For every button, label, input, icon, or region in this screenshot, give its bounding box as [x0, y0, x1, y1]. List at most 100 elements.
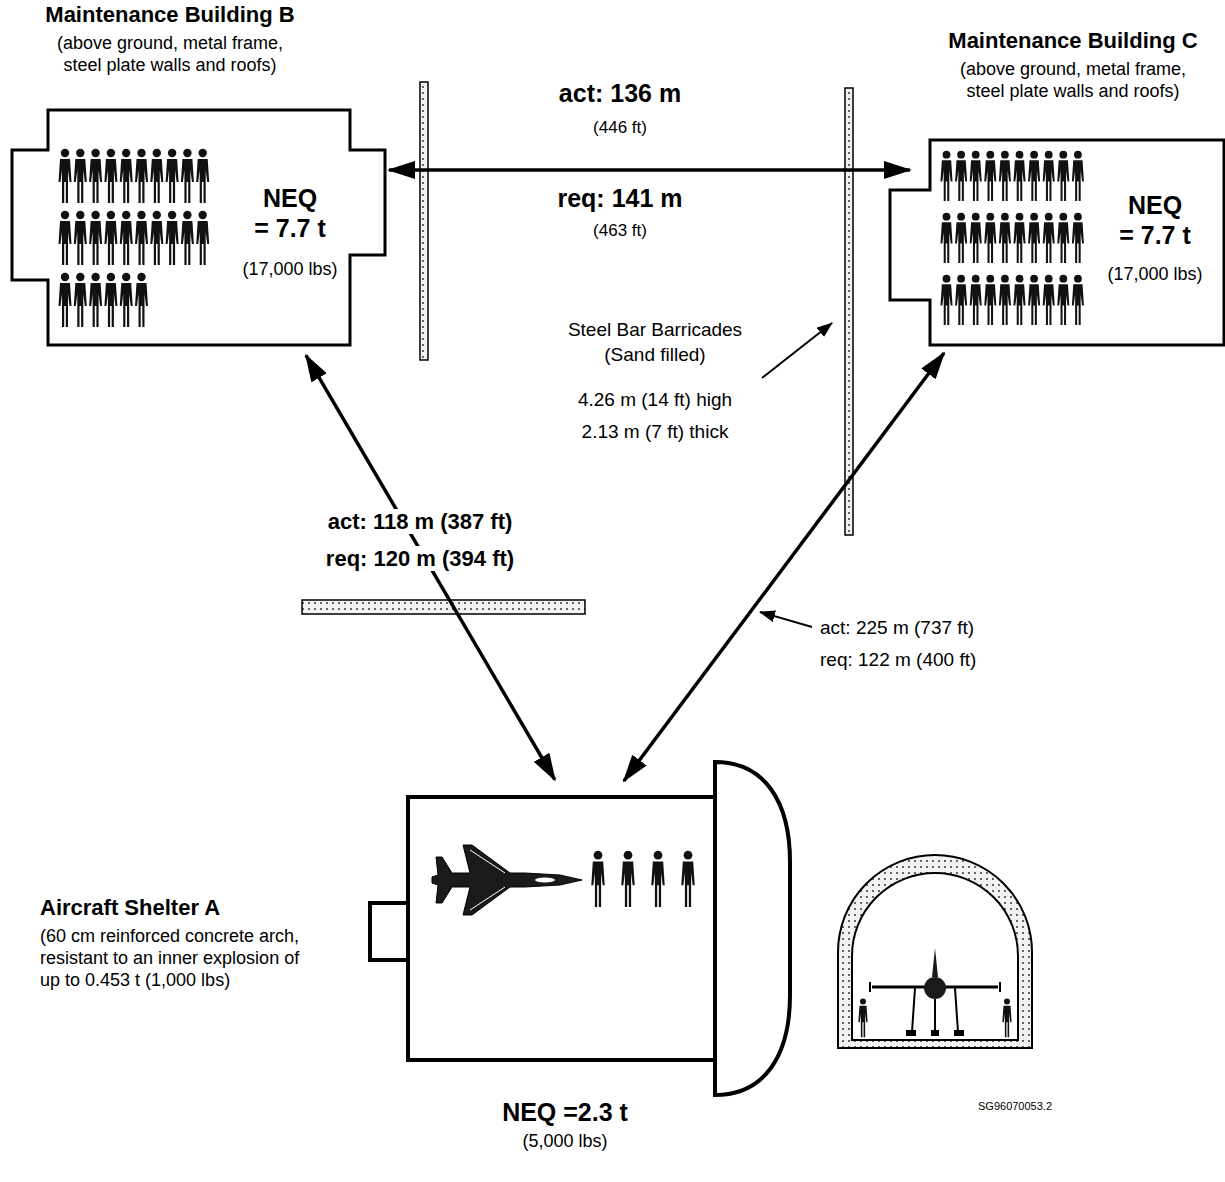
maintenance-building: Maintenance Building B(above ground, met… [12, 110, 385, 345]
barricade [302, 600, 585, 614]
shelter-cross-section [838, 855, 1032, 1048]
person [681, 851, 694, 907]
person [1028, 275, 1040, 325]
distance-label: (446 ft) [540, 117, 700, 138]
person [74, 211, 87, 265]
node-heading: Aircraft Shelter A [40, 895, 360, 921]
person [1072, 213, 1084, 263]
wing-line [470, 850, 505, 873]
person [89, 211, 102, 265]
distance-arrow [624, 353, 944, 781]
person [59, 149, 72, 203]
person [651, 851, 664, 907]
person [89, 273, 102, 327]
building-outline [890, 140, 1225, 345]
person [940, 151, 952, 201]
wheel [954, 1030, 964, 1036]
explosive-quantity: (5,000 lbs) [495, 1130, 635, 1152]
person [1013, 151, 1025, 201]
person [1013, 213, 1025, 263]
person [104, 149, 117, 203]
distance-label: req: 120 m (394 ft) [323, 546, 517, 571]
person [1072, 151, 1084, 201]
aircraft [432, 845, 582, 915]
person [1028, 151, 1040, 201]
landing-gear [912, 988, 958, 1032]
person [181, 149, 194, 203]
person [74, 273, 87, 327]
wing-line [470, 887, 505, 910]
floor [838, 1047, 1032, 1049]
person [135, 149, 148, 203]
person [1028, 213, 1040, 263]
person [150, 211, 163, 265]
barricade [845, 88, 853, 535]
person [984, 213, 996, 263]
outline [370, 762, 790, 1095]
concrete-arch [838, 855, 1032, 1048]
distance-label: (463 ft) [540, 220, 700, 241]
figure-id: SG96070053.2 [978, 1100, 1098, 1113]
distance-label: act: 225 m (737 ft) [820, 616, 1060, 639]
node-description: (above ground, metal frame, steel plate … [953, 58, 1193, 102]
barricade [420, 82, 428, 360]
person [621, 851, 634, 907]
person [1002, 999, 1011, 1038]
person [104, 273, 117, 327]
person [59, 273, 72, 327]
node-heading: Maintenance Building B [5, 2, 335, 28]
barricade-note: 4.26 m (14 ft) high [545, 388, 765, 411]
distance-label: req: 120 m (394 ft) [290, 545, 550, 572]
wheel [931, 1030, 939, 1036]
node-description: (60 cm reinforced concrete arch, resista… [40, 925, 312, 991]
leader-line [762, 323, 832, 378]
canopy [535, 878, 555, 883]
distance-label: act: 118 m (387 ft) [290, 508, 550, 535]
wheel [906, 1030, 916, 1036]
explosive-quantity: NEQ = 7.7 t [1119, 190, 1191, 250]
person [1057, 213, 1069, 263]
personnel [59, 149, 1084, 907]
distance-label: act: 136 m [500, 78, 740, 108]
distance-arrow [306, 355, 555, 779]
aircraft-fin [932, 948, 938, 977]
person [940, 213, 952, 263]
person [999, 213, 1011, 263]
aircraft-top-view [432, 845, 582, 915]
barricade-note: 2.13 m (7 ft) thick [545, 420, 765, 443]
person [166, 149, 179, 203]
maintenance-building: Maintenance Building C(above ground, met… [890, 140, 1225, 345]
person [858, 999, 867, 1038]
leader-line [760, 612, 812, 627]
person [970, 213, 982, 263]
distance-label: req: 141 m [500, 183, 740, 213]
outline [12, 110, 385, 345]
person [984, 151, 996, 201]
outline [890, 140, 1224, 345]
person [120, 211, 133, 265]
person [999, 151, 1011, 201]
person [181, 211, 194, 265]
person [166, 211, 179, 265]
aircraft-shelter: Aircraft Shelter A(60 cm reinforced conc… [370, 762, 790, 1095]
person [999, 275, 1011, 325]
person [135, 273, 148, 327]
person [1043, 151, 1055, 201]
person [970, 151, 982, 201]
person [955, 275, 967, 325]
explosive-quantity: (17,000 lbs) [1095, 263, 1215, 285]
distance-arrow [389, 168, 910, 172]
explosive-quantity: NEQ = 7.7 t [254, 183, 326, 243]
barricade-note: (Sand filled) [545, 343, 765, 366]
node-description: (above ground, metal frame, steel plate … [50, 32, 290, 76]
person [1043, 275, 1055, 325]
node-heading: Maintenance Building C [923, 28, 1223, 54]
person [74, 149, 87, 203]
person [150, 149, 163, 203]
person [1057, 151, 1069, 201]
person [196, 149, 209, 203]
person [196, 211, 209, 265]
person [1013, 275, 1025, 325]
person [940, 275, 952, 325]
person [955, 151, 967, 201]
